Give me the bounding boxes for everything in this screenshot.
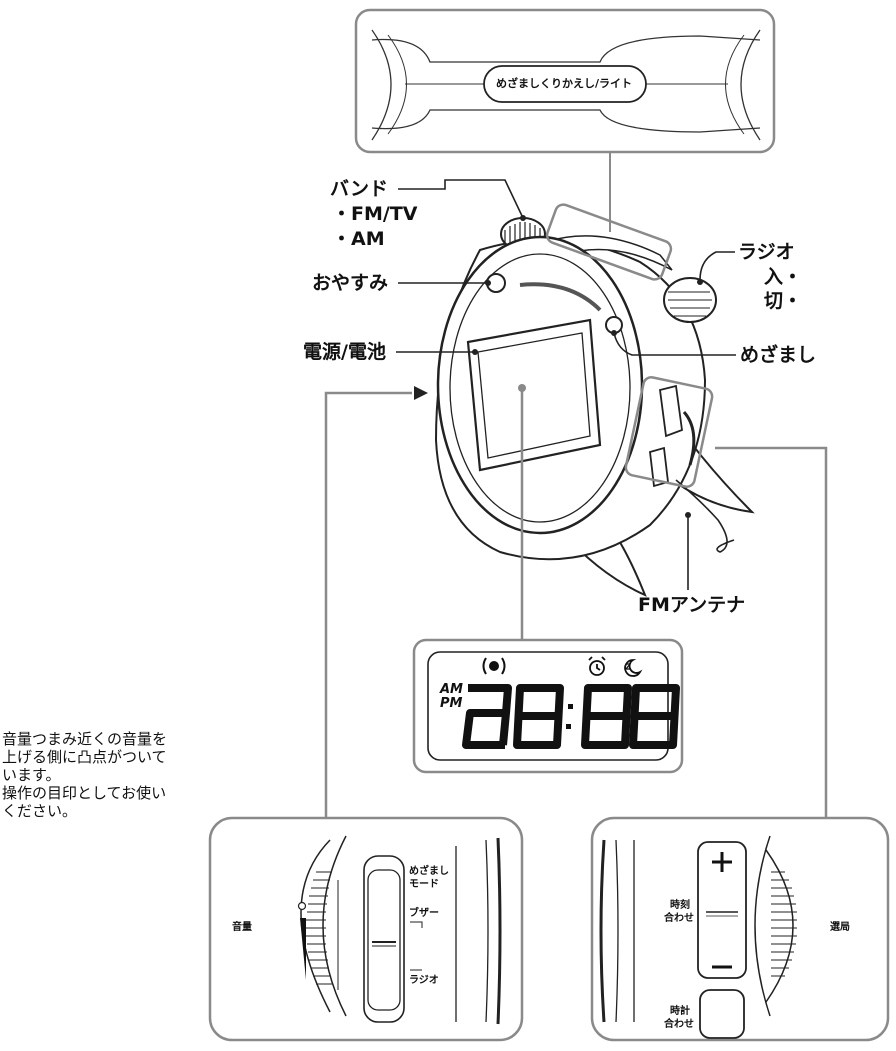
radio-on-label: 入・ [764,266,803,288]
fm-antenna-label: FMアンテナ [638,594,746,616]
lcd-am: AM [440,682,463,697]
oyasumi-label: おやすみ [312,272,389,294]
time-adjust-label-2: 合わせ [664,913,694,924]
alarm-clock-icon [588,656,606,676]
time-adjust-label-1: 時刻 [670,900,690,911]
clock-adjust-label-2: 合わせ [664,1019,694,1030]
snooze-light-label: めざましくりかえし/ライト [496,77,633,90]
band-label: バンド [330,178,388,200]
left-detail-panel [208,816,524,1042]
right-detail-panel [590,816,890,1042]
volume-note: 音量つまみ近くの音量を 上げる側に凸点がついて います。 操作の目印としてお使い… [2,730,168,820]
lcd-digits [462,684,680,749]
power-battery-label: 電源/電池 [303,341,386,363]
lcd-panel [412,638,684,774]
mode-mezamashi-label: めざまし [409,866,449,877]
radio-signal-icon [482,657,506,675]
mode-mode-label: モード [409,879,439,890]
band-option-am: ・AM [332,228,385,250]
tuning-label: 選局 [830,922,850,933]
mezamashi-label: めざまし [740,344,817,366]
mode-buzzer-label: ブザー [409,908,439,919]
snooze-light-button [483,65,647,103]
volume-label: 音量 [232,922,252,933]
clock-adjust-label-1: 時計 [670,1006,690,1017]
band-option-fm: ・FM/TV [332,203,418,225]
clock-body [434,217,755,597]
radio-label: ラジオ [738,241,795,263]
top-view-panel [354,8,776,154]
mode-radio-label: ラジオ [409,975,439,986]
radio-off-label: 切・ [764,290,803,312]
sleep-icon [624,659,643,677]
lcd-pm: PM [440,696,463,711]
